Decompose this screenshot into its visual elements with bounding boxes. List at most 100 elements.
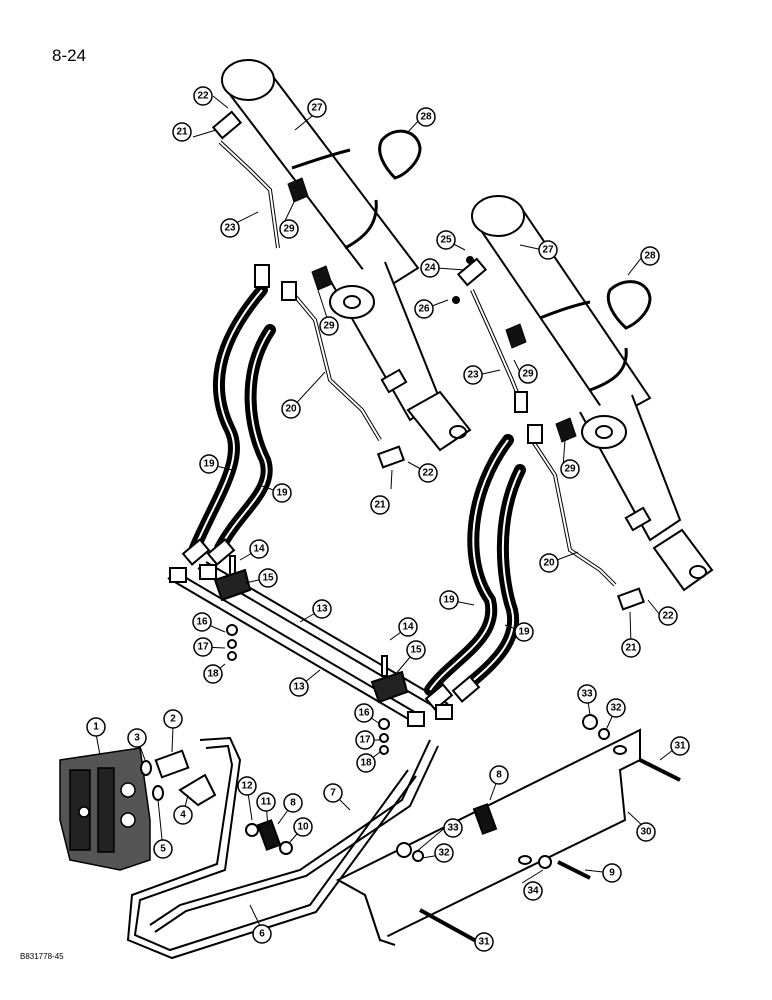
pin-clip-right [606, 280, 652, 330]
callout-31: 31 [670, 736, 690, 756]
callout-17: 17 [355, 730, 375, 750]
callout-3: 3 [127, 728, 147, 748]
svg-text:32: 32 [610, 703, 622, 714]
svg-text:30: 30 [640, 827, 652, 838]
callout-12: 12 [237, 776, 257, 796]
figure-code: B831778-45 [20, 952, 64, 961]
svg-text:3: 3 [134, 733, 140, 744]
svg-text:20: 20 [543, 558, 555, 569]
callout-28: 28 [640, 246, 660, 266]
callout-13: 13 [312, 599, 332, 619]
svg-text:9: 9 [609, 868, 615, 879]
callout-10: 10 [293, 817, 313, 837]
svg-text:1: 1 [93, 722, 99, 733]
svg-text:19: 19 [203, 459, 215, 470]
page-number: 8-24 [52, 46, 87, 65]
svg-text:27: 27 [311, 103, 323, 114]
callout-25: 25 [436, 230, 456, 250]
svg-text:4: 4 [180, 810, 186, 821]
callout-18: 18 [356, 753, 376, 773]
svg-text:20: 20 [285, 404, 297, 415]
callout-13: 13 [289, 677, 309, 697]
callout-21: 21 [621, 638, 641, 658]
svg-text:27: 27 [542, 245, 554, 256]
svg-text:29: 29 [283, 224, 295, 235]
clamps [287, 177, 577, 443]
callout-4: 4 [173, 805, 193, 825]
svg-text:2: 2 [170, 714, 176, 725]
callout-34: 34 [523, 881, 543, 901]
svg-text:29: 29 [323, 321, 335, 332]
callout-6: 6 [252, 924, 272, 944]
callout-19: 19 [199, 454, 219, 474]
svg-text:34: 34 [527, 886, 539, 897]
svg-text:5: 5 [160, 844, 166, 855]
hardware [213, 256, 681, 944]
svg-text:7: 7 [330, 788, 336, 799]
callout-8: 8 [283, 793, 303, 813]
svg-text:23: 23 [467, 370, 479, 381]
callout-15: 15 [406, 640, 426, 660]
svg-text:16: 16 [196, 617, 208, 628]
callout-21: 21 [370, 495, 390, 515]
svg-text:26: 26 [418, 304, 430, 315]
svg-text:17: 17 [197, 642, 209, 653]
callout-27: 27 [307, 98, 327, 118]
callouts: 1 2 3 4 5 6 7 8 8 9 10 11 12 13 13 14 14… [86, 86, 690, 952]
callout-14: 14 [249, 539, 269, 559]
callout-11: 11 [256, 792, 276, 812]
callout-29: 29 [560, 459, 580, 479]
callout-5: 5 [153, 839, 173, 859]
callout-27: 27 [538, 240, 558, 260]
svg-text:14: 14 [253, 544, 265, 555]
svg-text:19: 19 [276, 488, 288, 499]
callout-23: 23 [220, 218, 240, 238]
svg-text:18: 18 [360, 758, 372, 769]
hoses [189, 284, 526, 696]
callout-16: 16 [192, 612, 212, 632]
svg-text:28: 28 [644, 251, 656, 262]
steel-tubes-inner [219, 141, 616, 586]
callout-20: 20 [281, 399, 301, 419]
hoses-highlight [194, 289, 521, 691]
callout-14: 14 [398, 617, 418, 637]
svg-text:24: 24 [424, 263, 436, 274]
callout-19: 19 [272, 483, 292, 503]
callout-22: 22 [193, 86, 213, 106]
callout-26: 26 [414, 299, 434, 319]
callout-2: 2 [163, 709, 183, 729]
callout-19: 19 [514, 622, 534, 642]
fittings [140, 110, 646, 807]
cylinder-right [471, 195, 714, 592]
svg-text:22: 22 [422, 468, 434, 479]
svg-text:22: 22 [197, 91, 209, 102]
pin-clip-left [378, 129, 422, 180]
callout-24: 24 [420, 258, 440, 278]
svg-text:18: 18 [207, 669, 219, 680]
callout-19: 19 [439, 590, 459, 610]
callout-29: 29 [319, 316, 339, 336]
callout-21: 21 [172, 122, 192, 142]
svg-text:31: 31 [478, 937, 490, 948]
callout-18: 18 [203, 664, 223, 684]
callout-16: 16 [354, 703, 374, 723]
svg-text:12: 12 [241, 781, 253, 792]
svg-text:21: 21 [625, 643, 637, 654]
callout-29: 29 [518, 364, 538, 384]
bracket [335, 728, 641, 946]
svg-text:33: 33 [581, 689, 593, 700]
svg-text:16: 16 [358, 708, 370, 719]
callout-32: 32 [434, 843, 454, 863]
callout-23: 23 [463, 365, 483, 385]
callout-30: 30 [636, 822, 656, 842]
supply-tubes [126, 736, 439, 960]
svg-text:28: 28 [420, 112, 432, 123]
callout-22: 22 [418, 463, 438, 483]
svg-text:31: 31 [674, 741, 686, 752]
svg-text:19: 19 [443, 595, 455, 606]
svg-text:6: 6 [259, 929, 265, 940]
svg-text:33: 33 [447, 823, 459, 834]
callout-17: 17 [193, 637, 213, 657]
callout-20: 20 [539, 553, 559, 573]
